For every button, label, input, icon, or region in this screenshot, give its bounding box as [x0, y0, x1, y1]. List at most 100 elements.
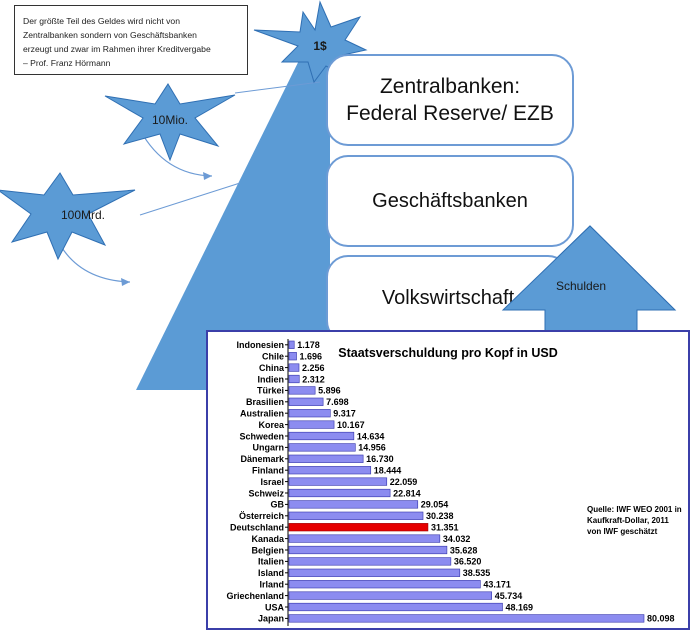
category-label: Kanada — [251, 534, 285, 544]
value-label: 34.032 — [443, 534, 471, 544]
category-label: USA — [265, 602, 285, 612]
bar — [288, 534, 441, 543]
value-label: 22.814 — [393, 488, 421, 498]
bar — [288, 614, 645, 623]
category-label: Deutschland — [230, 523, 284, 533]
bar — [288, 466, 372, 475]
category-label: Finland — [252, 466, 284, 476]
star-10mio — [104, 83, 236, 162]
curve-arrow-top-head — [203, 172, 212, 180]
star-label-100mrd: 100Mrd. — [60, 208, 106, 222]
bar — [288, 420, 335, 429]
bar — [288, 409, 331, 418]
tier-central-banks-line-1: Zentralbanken: — [379, 75, 521, 98]
star-connector-top — [234, 81, 321, 94]
category-label: Indonesien — [236, 340, 284, 350]
value-label: 14.634 — [357, 431, 385, 441]
source-note-line: Kaufkraft-Dollar, 2011 — [587, 516, 669, 525]
tier-central-banks: Zentralbanken: Federal Reserve/ EZB — [326, 54, 574, 146]
category-label: Chile — [262, 352, 284, 362]
value-label: 14.956 — [358, 443, 386, 453]
value-label: 48.169 — [505, 602, 533, 612]
value-label: 5.896 — [318, 386, 341, 396]
bar — [288, 477, 388, 486]
tier-economy-label: Volkswirtschaft — [381, 287, 515, 309]
bar — [288, 386, 316, 395]
category-label: Italien — [258, 557, 284, 567]
value-label: 45.734 — [495, 591, 523, 601]
curve-arrow-low-head — [121, 278, 130, 286]
category-label: Schweden — [239, 431, 284, 441]
category-label: Israel — [260, 477, 284, 487]
source-note-line: von IWF geschätzt — [587, 527, 658, 536]
value-label: 29.054 — [421, 500, 449, 510]
value-label: 80.098 — [647, 614, 675, 624]
value-label: 35.628 — [450, 545, 478, 555]
value-label: 18.444 — [374, 466, 402, 476]
tier-economy: Volkswirtschaft — [326, 255, 570, 343]
value-label: 16.730 — [366, 454, 394, 464]
tier-commercial-banks: Geschäftsbanken — [326, 155, 574, 247]
bar — [288, 591, 492, 600]
star-label-10mio: 10Mio. — [151, 113, 189, 127]
money-pyramid-triangle — [136, 18, 320, 390]
category-label: Türkei — [257, 386, 284, 396]
star-100mrd — [0, 172, 136, 261]
bar — [288, 431, 355, 441]
bar — [288, 545, 448, 555]
value-label: 30.238 — [426, 511, 454, 521]
category-label: GB — [271, 500, 285, 510]
value-label: 9.317 — [333, 409, 356, 419]
category-label: Schweiz — [248, 488, 284, 498]
category-label: Griechenland — [226, 591, 284, 601]
category-label: China — [259, 363, 285, 373]
value-label: 36.520 — [454, 557, 482, 567]
chart-canvas: Staatsverschuldung pro Kopf in USD Indone… — [226, 339, 682, 626]
tier-central-banks-line-2: Federal Reserve/ EZB — [346, 102, 554, 125]
category-label: Dänemark — [240, 454, 285, 464]
bar — [288, 340, 295, 349]
category-label: Belgien — [251, 545, 284, 555]
value-label: 38.535 — [463, 568, 491, 578]
value-label: 2.256 — [302, 363, 325, 373]
category-label: Irland — [259, 580, 284, 590]
bar — [288, 511, 424, 520]
value-label: 7.698 — [326, 397, 349, 407]
category-label: Ungarn — [253, 443, 285, 453]
category-label: Australien — [240, 409, 284, 419]
category-label: Japan — [258, 614, 284, 624]
bar — [288, 443, 356, 452]
star-label-1-dollar: 1$ — [313, 39, 327, 53]
category-label: Korea — [258, 420, 285, 430]
quote-line-1: Der größte Teil des Geldes wird nicht vo… — [23, 16, 180, 26]
quote-box: Der größte Teil des Geldes wird nicht vo… — [14, 5, 248, 75]
value-label: 2.312 — [302, 374, 325, 384]
debt-arrow-label: Schulden — [556, 279, 607, 293]
category-label: Österreich — [239, 511, 284, 521]
bar — [288, 602, 503, 612]
bar — [288, 500, 419, 509]
quote-line-2: Zentralbanken sondern von Geschäftsbanke… — [23, 30, 197, 40]
bar-highlight — [288, 523, 429, 532]
quote-line-3: erzeugt und zwar im Rahmen ihrer Kreditv… — [23, 44, 211, 54]
bar — [288, 374, 300, 384]
value-label: 43.171 — [483, 580, 511, 590]
category-label: Indien — [258, 374, 285, 384]
bar — [288, 568, 461, 577]
bar — [288, 557, 452, 566]
star-connector-low — [139, 182, 241, 216]
debt-per-capita-chart: Staatsverschuldung pro Kopf in USD Indone… — [206, 330, 690, 630]
bar — [288, 454, 364, 463]
pyramid-body — [320, 60, 330, 390]
tier-commercial-banks-label: Geschäftsbanken — [372, 189, 528, 212]
bar — [288, 580, 481, 589]
value-label: 31.351 — [431, 523, 459, 533]
category-label: Brasilien — [246, 397, 284, 407]
value-label: 22.059 — [390, 477, 418, 487]
bar — [288, 352, 297, 361]
chart-title: Staatsverschuldung pro Kopf in USD — [338, 346, 557, 360]
value-label: 1.696 — [300, 352, 323, 362]
source-note-line: Quelle: IWF WEO 2001 in — [587, 505, 682, 514]
bar — [288, 363, 300, 372]
value-label: 1.178 — [297, 340, 320, 350]
